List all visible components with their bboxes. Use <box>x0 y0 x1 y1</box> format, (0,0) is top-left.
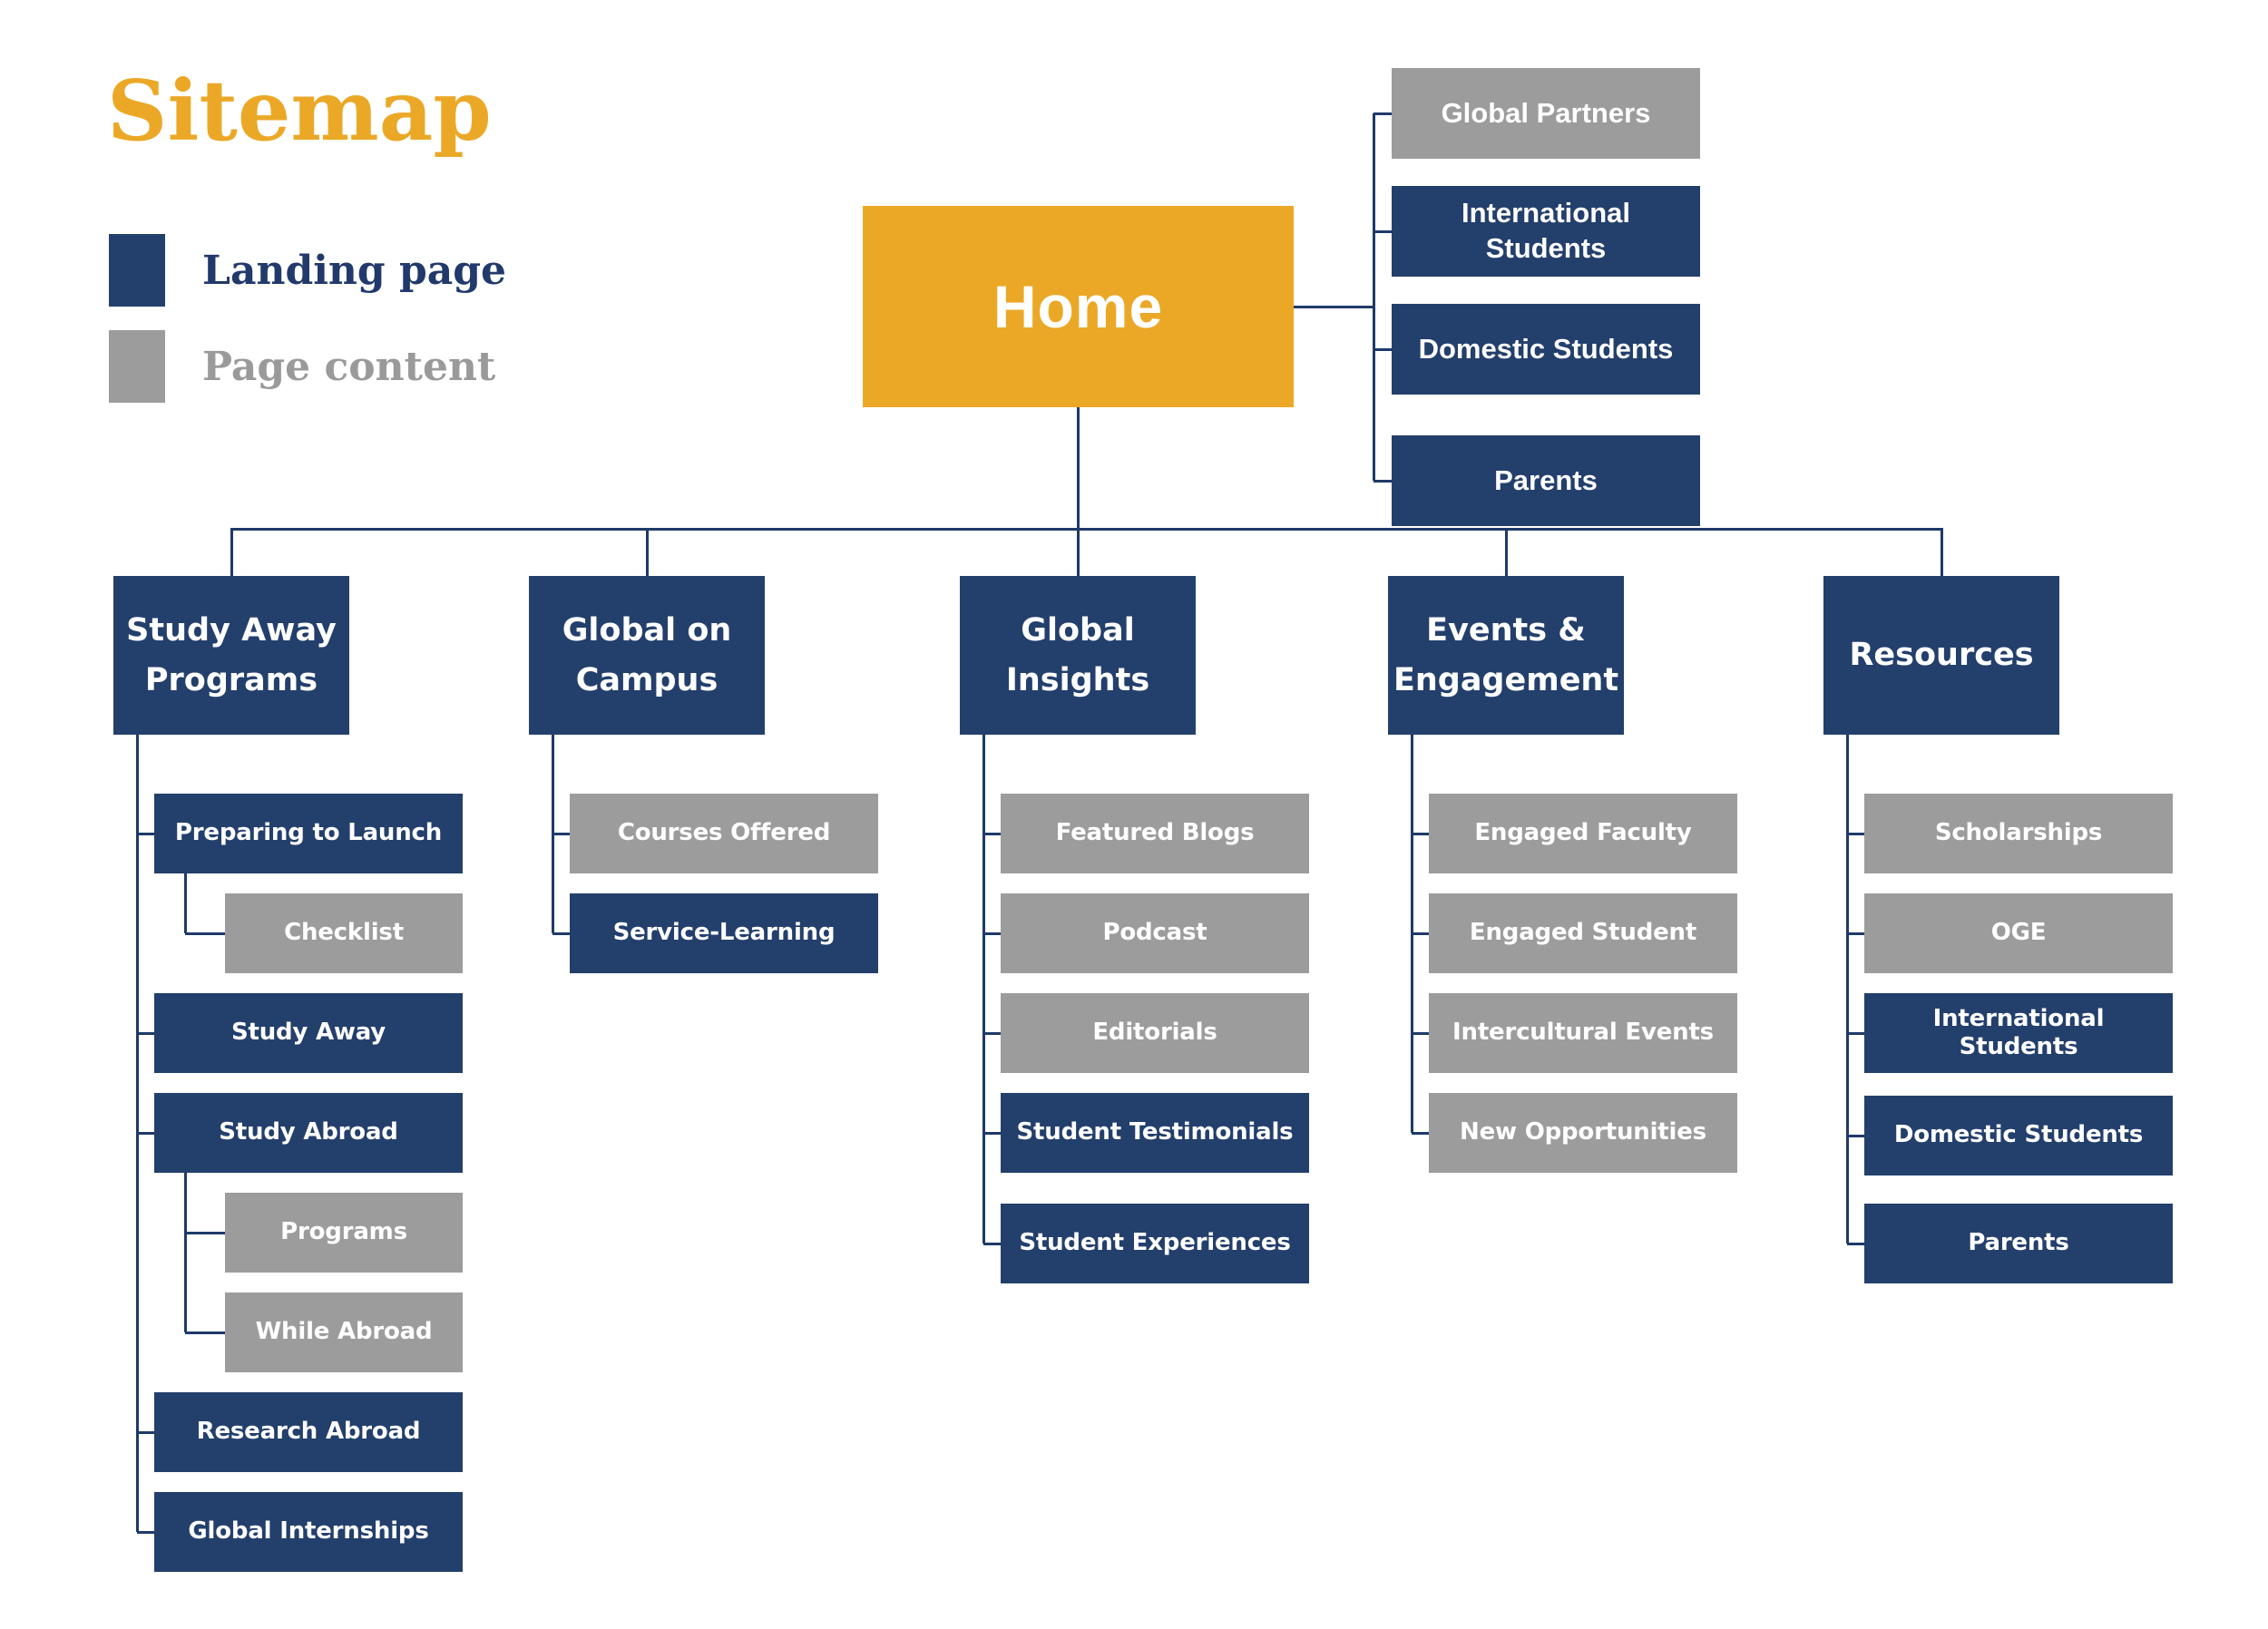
node-featured-blogs: Featured Blogs <box>1001 794 1309 873</box>
connector-line <box>1372 113 1375 481</box>
connector-line <box>1294 305 1375 308</box>
connector-line <box>1374 347 1392 351</box>
node-global-insights: Global Insights <box>960 576 1196 735</box>
connector-line <box>137 1031 154 1035</box>
node-study-abroad: Study Abroad <box>154 1093 463 1173</box>
node-student-experiences: Student Experiences <box>1001 1204 1309 1283</box>
node-oge: OGE <box>1864 893 2173 973</box>
connector-line <box>552 832 570 835</box>
connector-line <box>1847 1134 1864 1137</box>
connector-line <box>230 529 233 576</box>
node-programs: Programs <box>225 1193 463 1273</box>
connector-line <box>645 529 649 576</box>
legend-content-label: Page content <box>202 344 496 390</box>
node-editorials: Editorials <box>1001 993 1309 1073</box>
connector-line <box>183 873 187 933</box>
connector-line <box>137 1530 154 1534</box>
connector-line <box>1845 735 1849 1244</box>
connector-line <box>1412 1131 1429 1135</box>
connector-line <box>1504 529 1508 576</box>
connector-line <box>185 1231 225 1234</box>
connector-line <box>1374 112 1392 115</box>
node-service-learning: Service-Learning <box>570 893 878 973</box>
connector-line <box>1847 1031 1864 1035</box>
node-international-students: International Students <box>1392 186 1700 277</box>
node-intercultural-events: Intercultural Events <box>1429 993 1737 1073</box>
node-research-abroad: Research Abroad <box>154 1392 463 1472</box>
node-while-abroad: While Abroad <box>225 1292 463 1372</box>
connector-line <box>983 1031 1001 1035</box>
connector-line <box>983 1242 1001 1245</box>
node-preparing-to-launch: Preparing to Launch <box>154 794 463 873</box>
node-scholarships: Scholarships <box>1864 794 2173 873</box>
connector-line <box>137 1131 154 1135</box>
connector-line <box>1374 479 1392 483</box>
connector-line <box>983 832 1001 835</box>
node-resources: Resources <box>1823 576 2059 735</box>
node-checklist: Checklist <box>225 893 463 973</box>
node-global-partners: Global Partners <box>1392 68 1700 159</box>
node-podcast: Podcast <box>1001 893 1309 973</box>
connector-line <box>982 735 985 1244</box>
connector-line <box>183 1173 187 1332</box>
node-engaged-student: Engaged Student <box>1429 893 1737 973</box>
node-global-on-campus: Global on Campus <box>529 576 765 735</box>
connector-line <box>1076 529 1080 576</box>
node-events-and-engagement: Events & Engagement <box>1388 576 1624 735</box>
node-parents: Parents <box>1392 435 1700 526</box>
connector-line <box>1412 1031 1429 1035</box>
node-international-students: International Students <box>1864 993 2173 1073</box>
node-global-internships: Global Internships <box>154 1492 463 1572</box>
connector-line <box>552 932 570 935</box>
node-new-opportunities: New Opportunities <box>1429 1093 1737 1173</box>
connector-line <box>230 527 1943 531</box>
node-home: Home <box>863 206 1294 407</box>
connector-line <box>1940 529 1943 576</box>
node-study-away-programs: Study Away Programs <box>113 576 349 735</box>
node-courses-offered: Courses Offered <box>570 794 878 873</box>
legend-content-swatch <box>109 330 165 403</box>
connector-line <box>185 1331 225 1334</box>
connector-line <box>983 1131 1001 1135</box>
connector-line <box>1847 832 1864 835</box>
connector-line <box>185 932 225 935</box>
connector-line <box>1847 932 1864 935</box>
page-title: Sitemap <box>107 62 492 160</box>
connector-line <box>137 832 154 835</box>
node-domestic-students: Domestic Students <box>1392 304 1700 395</box>
legend-landing-swatch <box>109 234 165 307</box>
node-student-testimonials: Student Testimonials <box>1001 1093 1309 1173</box>
node-study-away: Study Away <box>154 993 463 1073</box>
connector-line <box>1412 932 1429 935</box>
node-engaged-faculty: Engaged Faculty <box>1429 794 1737 873</box>
legend-landing-label: Landing page <box>202 248 507 294</box>
node-domestic-students: Domestic Students <box>1864 1096 2173 1175</box>
connector-line <box>137 1430 154 1434</box>
node-parents: Parents <box>1864 1204 2173 1283</box>
connector-line <box>983 932 1001 935</box>
connector-line <box>1847 1242 1864 1245</box>
connector-line <box>1412 832 1429 835</box>
connector-line <box>1374 229 1392 233</box>
connector-line <box>1077 407 1080 529</box>
